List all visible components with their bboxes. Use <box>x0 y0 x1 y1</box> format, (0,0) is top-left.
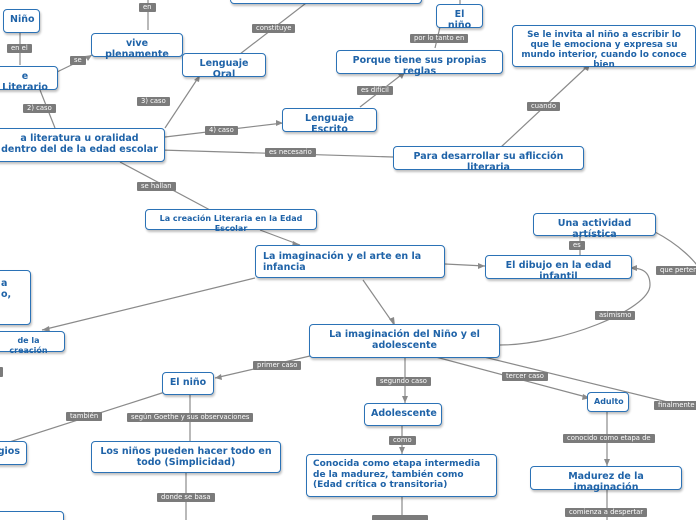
node-adulto[interactable]: Adulto <box>587 392 629 412</box>
arrowhead <box>630 265 637 271</box>
node-etapa-intermedia[interactable]: Conocida como etapa intermedia de la mad… <box>306 454 497 497</box>
arrowhead <box>85 55 92 61</box>
node-propias-reglas[interactable]: Porque tiene sus propias reglas <box>336 50 503 77</box>
node-top-partial[interactable] <box>230 0 422 4</box>
link <box>41 277 256 331</box>
tag-se: se <box>70 56 86 65</box>
tag-que-pertenece: que pertenece <box>656 266 696 275</box>
node-lenguaje-oral[interactable]: Lenguaje Oral <box>182 53 266 80</box>
node-literario[interactable]: e Literario <box>0 66 58 93</box>
arrowhead <box>42 326 50 332</box>
arrowhead <box>276 120 283 126</box>
tag-asimismo: asimismo <box>595 311 636 320</box>
tag-caso4: 4) caso <box>205 126 238 135</box>
tag-caso3: 3) caso <box>137 97 170 106</box>
tag-left-edge-partial <box>0 367 3 377</box>
tag-finalmente: finalmente <box>654 401 696 410</box>
node-aficion-literaria[interactable]: Para desarrollar su aflicción literaria <box>393 146 584 173</box>
node-bottom-partial[interactable] <box>0 511 64 520</box>
node-actividad-artistica[interactable]: Una actividad artística <box>533 213 656 240</box>
tag-segundo-caso: segundo caso <box>376 377 431 386</box>
node-el-nino-top[interactable]: El niño <box>436 4 483 31</box>
tag-primer-caso: primer caso <box>253 361 302 370</box>
tag-por-lo-tanto: por lo tanto en <box>410 34 469 43</box>
node-dibujo[interactable]: El dibujo en la edad infantil <box>485 255 632 282</box>
tag-en: en <box>139 3 156 12</box>
arrowhead <box>402 396 408 403</box>
tag-comienza: comienza a despertar <box>565 508 648 517</box>
node-gios[interactable]: gios <box>0 441 27 465</box>
node-adolescente[interactable]: Adolescente <box>364 403 442 426</box>
tag-tercer-caso: tercer caso <box>502 372 548 381</box>
arrowhead <box>389 317 395 326</box>
node-creacion-literaria[interactable]: La creación Literaria en la Edad Escolar <box>145 209 317 233</box>
tag-caso2: 2) caso <box>23 104 56 113</box>
link <box>164 74 201 129</box>
node-nino-top[interactable]: Niño <box>3 9 40 33</box>
tag-es-dificil: es difícil <box>357 86 393 95</box>
node-se-invita[interactable]: Se le invita al niño a escribir lo que l… <box>512 25 696 70</box>
node-ninos-pueden[interactable]: Los niños pueden hacer todo en todo (Sim… <box>91 441 281 473</box>
node-madurez[interactable]: Madurez de la imaginación <box>530 466 682 493</box>
node-vive-plenamente[interactable]: vive plenamente <box>91 33 183 60</box>
tag-bottom-partial <box>372 515 428 520</box>
tag-como: como <box>389 436 416 445</box>
tag-en-el: en el <box>7 44 32 53</box>
node-literatura-oralidad[interactable]: a literatura u oralidad dentro del de la… <box>0 128 165 162</box>
tag-constituye: constituye <box>252 24 296 33</box>
tag-cuando: cuando <box>527 102 560 111</box>
tag-donde-se-basa: donde se basa <box>157 493 215 502</box>
arrowhead <box>399 447 405 454</box>
tag-tambien: también <box>66 412 103 421</box>
node-left-partial[interactable]: a o, <box>0 270 31 325</box>
tag-es: es <box>569 241 585 250</box>
tag-conocido-como: conocido como etapa de <box>563 434 655 443</box>
tag-segun-goethe: según Goethe y sus observaciones <box>127 413 254 422</box>
node-lenguaje-escrito[interactable]: Lenguaje Escrito <box>282 108 377 135</box>
node-de-la-creacion[interactable]: de la creación <box>0 331 65 355</box>
node-imaginacion-nino[interactable]: La imaginación del Niño y el adolescente <box>309 324 500 358</box>
tag-es-necesario: es necesario <box>265 148 316 157</box>
link <box>654 231 696 266</box>
link <box>362 279 396 327</box>
arrowhead <box>478 263 485 269</box>
tag-se-hallan: se hallan <box>137 182 176 191</box>
arrowhead <box>215 374 222 380</box>
arrowhead <box>604 459 610 466</box>
node-el-nino-mid[interactable]: El niño <box>162 372 214 395</box>
node-imaginacion-arte[interactable]: La imaginación y el arte en la infancia <box>255 245 445 278</box>
link <box>499 267 651 346</box>
